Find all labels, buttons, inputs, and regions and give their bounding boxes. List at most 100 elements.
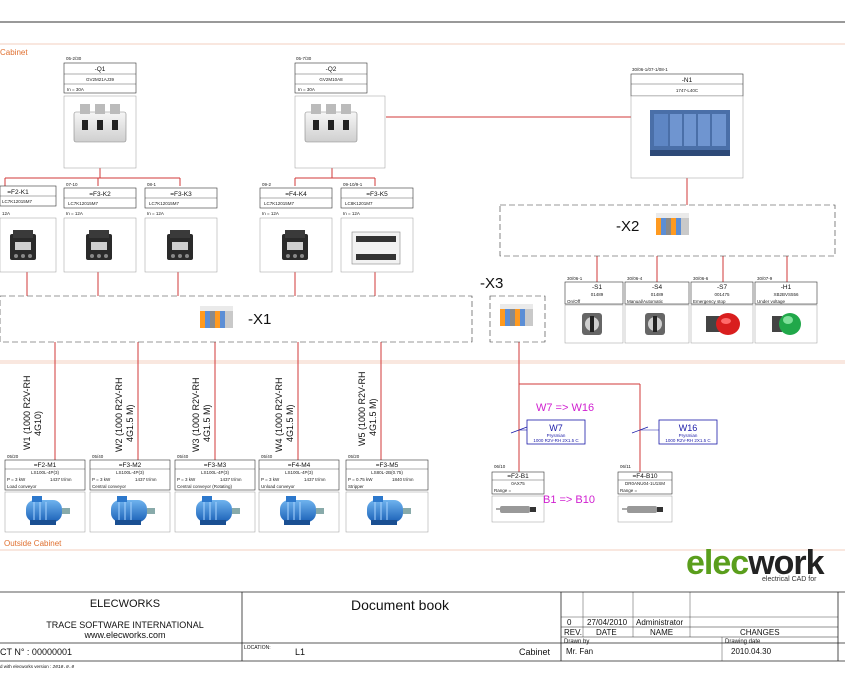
logo-part-elec: elec: [686, 544, 749, 582]
revision-date: 27/04/2010: [587, 618, 628, 627]
terminal-strip-x3[interactable]: -X3: [480, 275, 546, 343]
revision-col-date: DATE: [596, 628, 617, 637]
contactor-icon: [86, 230, 112, 260]
terminal-tag: -X1: [248, 311, 271, 328]
location-value: L1: [295, 647, 306, 657]
motor-page-ref: 05/20: [348, 454, 360, 459]
device-model: 01489: [591, 292, 604, 297]
plc-page-ref: 30/06-1/07-1/08-1: [632, 67, 668, 72]
motor-tag: =F3-M5: [376, 462, 399, 469]
switch-s4[interactable]: 30/06-4 -S4 01489 Manual/Automatic: [624, 276, 690, 344]
motor-page-ref: 05/40: [261, 454, 273, 459]
switch-s7[interactable]: 30/06-6 -S7 001475 Emergency stop: [690, 276, 754, 344]
contactor-icon: [167, 230, 193, 260]
drawn-by-label: Drawn by: [564, 639, 590, 645]
device-page-ref: 30/06-6: [693, 276, 709, 281]
version-number: 2010.0.0: [52, 665, 75, 670]
motor-tag: =F2-M1: [34, 462, 57, 469]
contactor-f3-k2[interactable]: 07-10 =F3-K2 LC7K12015M7 In = 12A: [63, 182, 137, 273]
motor-desc: Stripper: [348, 484, 364, 489]
cable-rename-annotation: W7 => W16: [536, 402, 594, 414]
selector-switch-icon: [645, 313, 665, 335]
contactor-page-ref: 08-1: [147, 182, 157, 187]
terminal-strip-x1[interactable]: -X1: [0, 295, 473, 343]
motor-power: P = 0.75 kW: [348, 477, 373, 482]
proximity-sensor-icon: [622, 506, 663, 513]
motor-power: P = 3 kW: [7, 477, 26, 482]
sensor-page-ref: 06/11: [620, 464, 631, 469]
motor-speed: 1437 tr/mn: [135, 477, 157, 482]
cable-label: W3 (1000 R2V-RH: [191, 377, 201, 452]
device-page-ref: 30/06-1: [567, 276, 583, 281]
project-number: CT N° : 00000001: [0, 647, 72, 657]
sensor-cable-w7[interactable]: W7 Prysmian 1000 R2V-RH 2X1.5 C: [510, 419, 586, 445]
terminal-strip-x2[interactable]: -X2: [499, 204, 836, 257]
company-name: ELECWORKS: [89, 598, 161, 610]
circuit-breaker-icon: [73, 104, 127, 143]
plc-rack-icon: [650, 110, 730, 156]
breaker-q1[interactable]: 05-2/30 -Q1 GV2M21AJ39 In = 30A: [63, 56, 137, 169]
sensor-model: 0AX75: [511, 481, 525, 486]
device-desc: On/Off: [567, 299, 581, 304]
sensor-model: DR0ANU04-1U1SM: [625, 481, 665, 486]
company-address: TRACE SOFTWARE INTERNATIONAL: [46, 620, 204, 630]
motor-model: LS100L-4P(3): [31, 470, 60, 475]
contactor-f3-k5[interactable]: 09-10/9-1 =F3-K5 LC8K1201M7 In = 12A: [340, 182, 414, 273]
contactor-f3-k3[interactable]: 08-1 =F3-K3 LC7K12015M7 In = 12A: [144, 182, 218, 273]
contactor-f2-k1[interactable]: =F2-K1 LC7K12015M7 12A: [0, 185, 57, 273]
contactor-f4-k4[interactable]: 09-2 =F4-K4 LC7K12015M7 In = 12A: [259, 182, 333, 273]
plc-tag: -N1: [682, 77, 693, 84]
breaker-model: GV2M10A8: [319, 77, 343, 82]
motor-model: LS80L-2B(0.75): [371, 470, 403, 475]
plc-n1[interactable]: 30/06-1/07-1/08-1 -N1 1747-L40C: [630, 67, 744, 179]
sensor-rename-annotation: B1 => B10: [543, 494, 595, 506]
cable-labels: W1 (1000 R2V-RH 4G10) W2 (1000 R2V-RH 4G…: [22, 371, 378, 452]
breaker-model: GV2M21AJ39: [86, 77, 115, 82]
contactor-tag: =F3-K5: [366, 191, 388, 198]
logo-tagline: electrical CAD for: [762, 576, 817, 583]
cable-label: W5 (1000 R2V-RH: [357, 371, 367, 446]
motor-f4-m4[interactable]: 05/40 =F4-M4 LS100L-4P(3) P = 3 kW 1437 …: [258, 454, 340, 533]
device-model: 001475: [714, 292, 730, 297]
relay-icon: [351, 231, 401, 265]
indicator-h1[interactable]: 30/07-9 -H1 XB2BVS556 Under voltage: [754, 276, 818, 344]
wiring: [4, 116, 788, 472]
sensor-f4-b10[interactable]: 06/11 =F4-B10 DR0ANU04-1U1SM Range =: [617, 464, 673, 523]
switch-s1[interactable]: 30/06-1 -S1 01489 On/Off: [564, 276, 624, 344]
motor-speed: 1437 tr/mn: [304, 477, 326, 482]
motor-f3-m2[interactable]: 05/40 =F3-M2 LS100L-4P(3) P = 3 kW 1437 …: [89, 454, 171, 533]
selector-switch-icon: [582, 313, 602, 335]
device-desc: Emergency stop: [693, 299, 726, 304]
revision-col-name: NAME: [650, 628, 674, 637]
contactor-model: LC7K12015M7: [68, 201, 99, 206]
contactor-page-ref: 09-10/9-1: [343, 182, 363, 187]
cable-tag: W7: [549, 423, 563, 433]
breaker-rating: In = 30A: [298, 87, 315, 92]
device-page-ref: 30/06-4: [627, 276, 643, 281]
drawing-date-label: Drawing date: [725, 639, 761, 645]
cable-label: 4G1.5 M): [285, 404, 295, 442]
revision-col-rev: REV.: [564, 628, 582, 637]
breaker-q2[interactable]: 05-7/30 -Q2 GV2M10A8 In = 30A: [294, 56, 386, 169]
sensor-cable-w16[interactable]: W16 Prysmian 1000 R2V-RH 2X1.5 C: [631, 419, 718, 445]
cable-detail: 1000 R2V-RH 2X1.5 C: [533, 438, 579, 443]
circuit-breaker-icon: [304, 104, 358, 143]
contactor-rating: In = 12A: [262, 211, 279, 216]
device-tag: -S7: [717, 284, 728, 291]
cable-label: W1 (1000 R2V-RH: [22, 375, 32, 450]
cable-label: 4G1.5 M): [202, 404, 212, 442]
motor-desc: Central conveyor (Rotating): [177, 484, 233, 489]
device-tag: -S4: [652, 284, 663, 291]
motor-f2-m1[interactable]: 05/20 =F2-M1 LS100L-4P(3) P = 3 kW 1437 …: [4, 454, 86, 533]
motor-desc: Unload conveyor: [261, 484, 295, 489]
company-website: www.elecworks.com: [84, 630, 166, 640]
contactor-tag: =F3-K3: [170, 191, 192, 198]
motor-f3-m3[interactable]: 05/40 =F3-M3 LS100L-4P(3) P = 3 kW 1437 …: [174, 454, 256, 533]
terminal-tag: -X3: [480, 275, 503, 292]
location-label: LOCATION:: [244, 645, 271, 651]
motor-f3-m5[interactable]: 05/20 =F3-M5 LS80L-2B(0.75) P = 0.75 kW …: [345, 454, 429, 533]
cable-label: W4 (1000 R2V-RH: [274, 377, 284, 452]
sensor-f2-b1[interactable]: 06/10 =F2-B1 0AX75 Range =: [491, 464, 545, 523]
title-block-grid: [0, 591, 845, 662]
motor-desc: Central conveyor: [92, 484, 127, 489]
